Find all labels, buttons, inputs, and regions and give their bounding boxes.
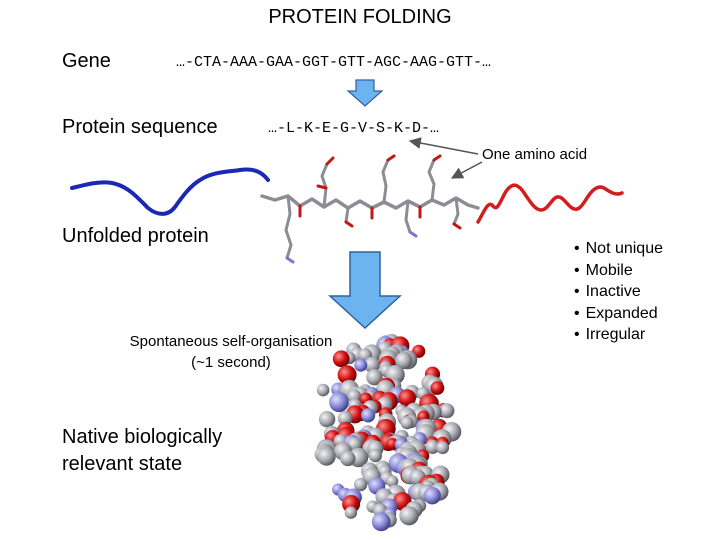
process-caption-line1: Spontaneous self-organisation	[129, 333, 333, 350]
property-item: Mobile	[574, 260, 663, 282]
atom-sphere	[423, 487, 441, 505]
atom-sphere	[400, 416, 414, 430]
property-item: Inactive	[574, 281, 663, 303]
atom-sphere	[354, 358, 368, 372]
atom-sphere	[395, 351, 413, 370]
process-caption: Spontaneous self-organisation (~1 second…	[96, 331, 366, 373]
atom-sphere	[316, 383, 330, 397]
gene-sequence: …-CTA-AAA-GAA-GGT-GTT-AGC-AAG-GTT-…	[176, 54, 492, 71]
property-item: Not unique	[574, 238, 663, 260]
atom-sphere	[436, 441, 450, 455]
gene-label: Gene	[62, 50, 111, 72]
atom-sphere	[368, 449, 382, 463]
unfolded-chain-red	[476, 183, 624, 224]
atom-sphere	[317, 447, 336, 466]
translation-arrow-icon	[346, 79, 384, 107]
amino-acid-label: One amino acid	[482, 146, 588, 163]
amino-acid-pointer-arrow	[408, 137, 479, 155]
atom-sphere	[337, 365, 357, 385]
property-item: Expanded	[574, 303, 663, 325]
atom-sphere	[344, 506, 358, 519]
protein-sequence: …-L-K-E-G-V-S-K-D-…	[268, 120, 440, 137]
page-title: PROTEIN FOLDING	[268, 6, 452, 28]
atom-sphere	[439, 403, 455, 419]
native-state-line2: relevant state	[62, 453, 183, 475]
native-state-label: Native biologically relevant state	[62, 424, 222, 478]
atom-sphere	[399, 506, 419, 526]
amino-acid-pointer-arrow	[450, 161, 483, 179]
atom-sphere	[318, 411, 336, 428]
atom-sphere	[430, 381, 445, 395]
atom-sphere	[398, 389, 417, 407]
atom-sphere	[361, 408, 376, 423]
atom-sphere	[329, 392, 349, 413]
unfolded-properties-list: Not unique Mobile Inactive Expanded Irre…	[574, 238, 663, 346]
atom-sphere	[337, 410, 353, 426]
atom-sphere	[332, 350, 350, 368]
atom-sphere	[340, 450, 356, 467]
native-state-line1: Native biologically	[62, 426, 223, 448]
atom-sphere	[366, 369, 383, 386]
side-chain-sticks	[260, 154, 480, 264]
atom-sphere	[386, 475, 399, 488]
atom-sphere	[364, 356, 380, 373]
folding-arrow-icon	[328, 251, 402, 330]
atom-sphere	[371, 512, 391, 532]
unfolded-chain-blue	[70, 167, 270, 216]
unfolded-protein-label: Unfolded protein	[62, 225, 209, 247]
property-item: Irregular	[574, 324, 663, 346]
atom-sphere	[354, 478, 368, 492]
process-caption-line2: (~1 second)	[191, 354, 271, 371]
protein-sequence-label: Protein sequence	[62, 116, 218, 138]
native-protein-model	[314, 333, 462, 532]
atom-sphere	[425, 439, 440, 454]
